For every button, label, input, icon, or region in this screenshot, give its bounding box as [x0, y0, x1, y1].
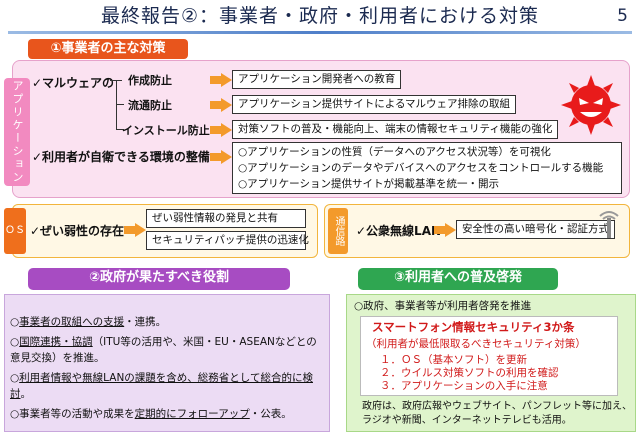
page-title: 最終報告②：事業者・政府・利用者における対策: [100, 5, 540, 27]
malware-bracket: [116, 80, 117, 130]
section1-heading: ①事業者の主な対策: [28, 39, 188, 59]
stage-label: 流通防止: [128, 99, 172, 112]
measure-box: アプリケーション提供サイトによるマルウェア排除の取組: [232, 95, 517, 114]
arrow-right-icon: [434, 223, 456, 237]
user-intro: ○政府、事業者等が利用者啓発を推進: [354, 300, 532, 312]
stage-label: 作成防止: [128, 74, 172, 87]
rule-item: ３．アプリケーションの入手に注意: [380, 380, 548, 392]
vuln-label: ✓ぜい弱性の存在: [30, 224, 125, 238]
title-divider: [8, 31, 632, 34]
arrow-right-icon: [210, 123, 232, 137]
government-items: ○事業者の取組への支援・連携。 ○国際連携・協調（ITU等の活用や、米国・EU・…: [10, 314, 324, 422]
three-rules-box: [360, 316, 618, 396]
gov-item: ○事業者の取組への支援・連携。: [10, 316, 167, 328]
section2-panel: [4, 294, 330, 432]
arrow-right-icon: [210, 98, 232, 112]
bracket-tick: [116, 104, 124, 105]
rules-list: １．ＯＳ（基本ソフト）を更新 ２．ウイルス対策ソフトの利用を確認 ３．アプリケー…: [380, 354, 559, 393]
section3-heading: ③利用者への普及啓発: [358, 268, 558, 290]
env-item: ○アプリケーション提供サイトが掲載基準を統一・開示: [238, 178, 499, 190]
rule-item: ２．ウイルス対策ソフトの利用を確認: [380, 367, 559, 379]
env-item: ○アプリケーションの性質（データへのアクセス状況等）を可視化: [238, 146, 551, 158]
rules-subtitle: （利用者が最低限取るべきセキュリティ対策）: [366, 338, 586, 350]
env-label: ✓利用者が自衛できる環境の整備: [32, 150, 210, 164]
bracket-tick: [116, 129, 124, 130]
gov-item: ○事業者等の活動や成果を定期的にフォローアップ・公表。: [10, 408, 292, 420]
arrow-right-icon: [210, 150, 232, 164]
measure-box: アプリケーション開発者への教育: [232, 70, 402, 89]
rules-title: スマートフォン情報セキュリティ3か条: [372, 320, 575, 334]
vuln-box: セキュリティパッチ提供の迅速化: [146, 231, 309, 250]
measure-box: 対策ソフトの普及・機能向上、端末の情報セキュリティ機能の強化: [232, 120, 559, 139]
malware-label: ✓マルウェアの: [32, 76, 115, 90]
rule-item: １．ＯＳ（基本ソフト）を更新: [380, 354, 527, 366]
env-measures-box: ○アプリケーションの性質（データへのアクセス状況等）を可視化 ○アプリケーション…: [232, 142, 622, 194]
arrow-right-icon: [124, 223, 146, 237]
env-item: ○アプリケーションのデータやデバイスへのアクセスをコントロールする機能: [238, 162, 604, 174]
vuln-box: ぜい弱性情報の発見と共有: [146, 209, 306, 228]
bracket-tick: [110, 80, 122, 81]
stage-label: インストール防止: [122, 124, 210, 137]
section2-heading: ②政府が果たすべき役割: [28, 268, 290, 290]
network-tag: 通信路: [328, 208, 348, 254]
gov-item: ○国際連携・協調（ITU等の活用や、米国・EU・ASEANなどとの意見交換）を推…: [10, 336, 317, 364]
wifi-label: ✓公衆無線LAN: [356, 224, 442, 238]
virus-icon: [561, 75, 621, 135]
user-footer: 政府は、政府広報やウェブサイト、パンフレット等に加え、ラジオや新聞、インターネッ…: [362, 401, 632, 426]
application-side-tag: アプリケーション: [4, 78, 30, 186]
antenna-icon: [599, 211, 619, 238]
arrow-right-icon: [210, 73, 232, 87]
os-tag: ＯＳ: [4, 208, 26, 254]
gov-item: ○利用者情報や無線LANの課題を含め、総務省として総合的に検討。: [10, 372, 313, 400]
page-number: 5: [617, 6, 628, 26]
wifi-box: 安全性の高い暗号化・認証方式: [456, 220, 615, 239]
